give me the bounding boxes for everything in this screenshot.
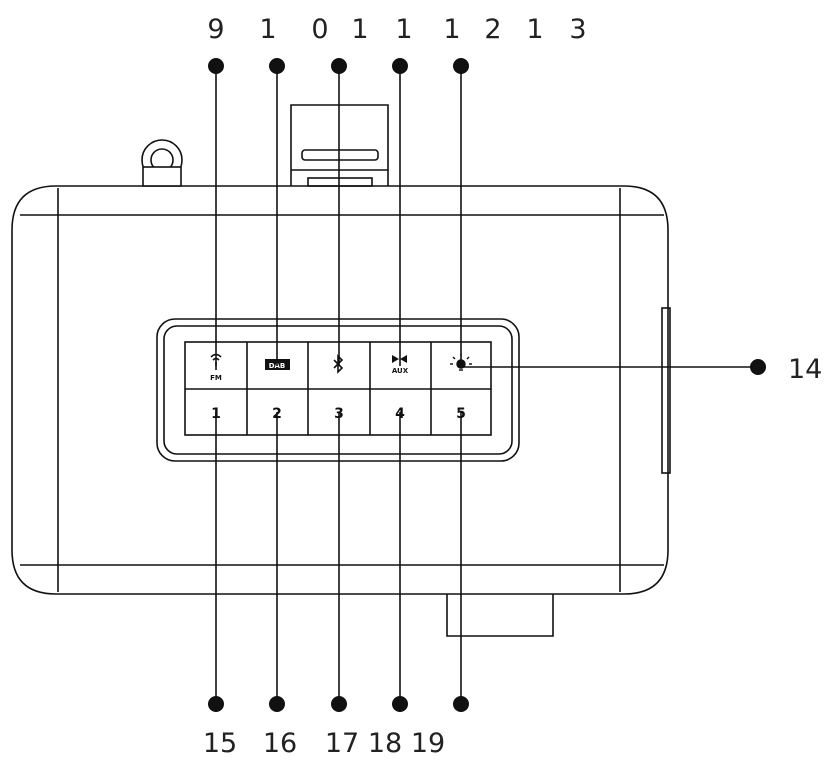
callout-top-9: 3	[569, 14, 586, 45]
callout-top-3: 0	[311, 14, 328, 45]
callout-top-5: 1	[395, 14, 412, 45]
leader-dot-top-5	[453, 58, 469, 74]
leader-dot-top-4	[392, 58, 408, 74]
callout-bottom-3: 17	[325, 728, 359, 759]
key-fm-label: FM	[210, 374, 222, 382]
callout-bottom-2: 16	[263, 728, 297, 759]
key-bluetooth	[333, 354, 344, 374]
leader-dot-top-3	[331, 58, 347, 74]
leader-dot-bottom-5	[453, 696, 469, 712]
aux-input-icon	[392, 355, 407, 363]
leader-dot-bottom-4	[392, 696, 408, 712]
callout-bottom-4: 18	[368, 728, 402, 759]
callout-bottom-1: 15	[203, 728, 237, 759]
leader-dot-bottom-1	[208, 696, 224, 712]
keypad-panel-inner	[163, 325, 513, 455]
bottom-callouts: 15 16 17 18 19	[203, 728, 445, 759]
leader-dot-top-1	[208, 58, 224, 74]
top-slot-foot	[307, 177, 373, 187]
callout-bottom-5: 19	[411, 728, 445, 759]
leader-dot-right	[750, 359, 766, 375]
device-body-outline	[11, 185, 669, 595]
bluetooth-icon	[333, 354, 344, 374]
callout-top-8: 1	[526, 14, 543, 45]
side-knob-strip	[661, 307, 671, 474]
callout-top-1: 9	[207, 14, 224, 45]
keypad-panel-outer	[156, 318, 520, 462]
leader-dot-top-2	[269, 58, 285, 74]
callout-top-7: 2	[484, 14, 501, 45]
callout-top-2: 1	[259, 14, 276, 45]
callout-top-4: 1	[351, 14, 368, 45]
leader-dot-bottom-3	[331, 696, 347, 712]
key-aux-label: AUX	[392, 367, 409, 375]
top-slot-card	[301, 149, 379, 161]
bottom-connector	[446, 594, 554, 637]
top-callouts: 9 1 0 1 1 1 2 1 3	[207, 14, 586, 45]
callout-top-6: 1	[443, 14, 460, 45]
leader-dot-bottom-2	[269, 696, 285, 712]
callout-right: 14	[788, 354, 822, 385]
antenna-hinge-base	[142, 166, 182, 187]
key-aux: AUX	[392, 355, 409, 375]
